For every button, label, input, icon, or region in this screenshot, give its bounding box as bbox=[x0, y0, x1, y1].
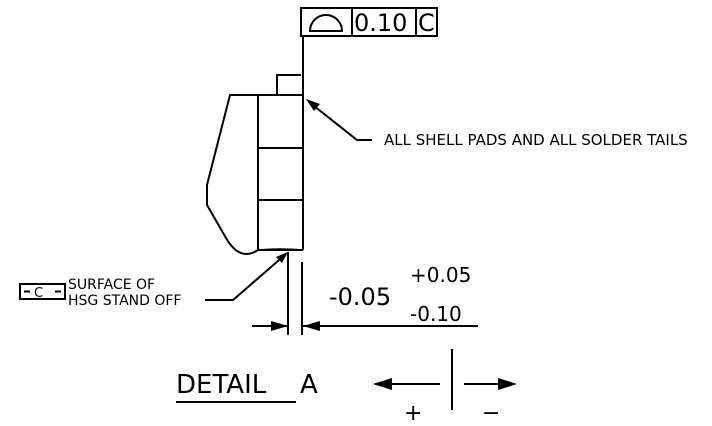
dimension-upper-tolerance: +0.05 bbox=[410, 263, 471, 287]
callout-arrowhead bbox=[306, 99, 320, 111]
shell-body bbox=[257, 94, 303, 251]
datum-caption-line1: SURFACE OF bbox=[68, 277, 155, 293]
detail-title-word: DETAIL bbox=[176, 370, 267, 400]
datum-feature-symbol: C bbox=[19, 283, 66, 301]
datum-caption-line2: HSG STAND OFF bbox=[68, 293, 181, 309]
datum-leader-arrowhead bbox=[276, 252, 288, 263]
direction-minus-sign: − bbox=[482, 401, 500, 426]
dimension-lower-tolerance: -0.10 bbox=[410, 302, 462, 326]
direction-arrow-left-icon bbox=[373, 378, 392, 390]
part-profile bbox=[206, 74, 304, 255]
dimension-arrowhead-left bbox=[271, 321, 288, 331]
direction-arrow-right-icon bbox=[498, 378, 517, 390]
datum-letter: C bbox=[34, 286, 43, 301]
housing-profile bbox=[206, 94, 259, 255]
dimension-arrowhead-right bbox=[303, 321, 320, 331]
detail-title-letter: A bbox=[300, 370, 318, 400]
solder-tail-tab bbox=[276, 74, 301, 95]
dimension-nominal: -0.05 bbox=[329, 283, 391, 311]
fcf-datum: C bbox=[418, 9, 435, 37]
callout-text: ALL SHELL PADS AND ALL SOLDER TAILS bbox=[384, 131, 688, 149]
feature-control-frame: 0.10 C bbox=[300, 7, 438, 37]
profile-of-a-surface-icon bbox=[308, 14, 344, 32]
datum-box bbox=[19, 283, 66, 300]
fcf-border bbox=[300, 7, 438, 37]
callout-leader bbox=[306, 99, 372, 141]
datum-leader-line bbox=[205, 253, 287, 301]
direction-plus-sign: + bbox=[404, 401, 422, 426]
callout-leader-line bbox=[308, 101, 372, 141]
housing-bottom-curve bbox=[257, 248, 304, 251]
fcf-tolerance: 0.10 bbox=[354, 9, 407, 37]
